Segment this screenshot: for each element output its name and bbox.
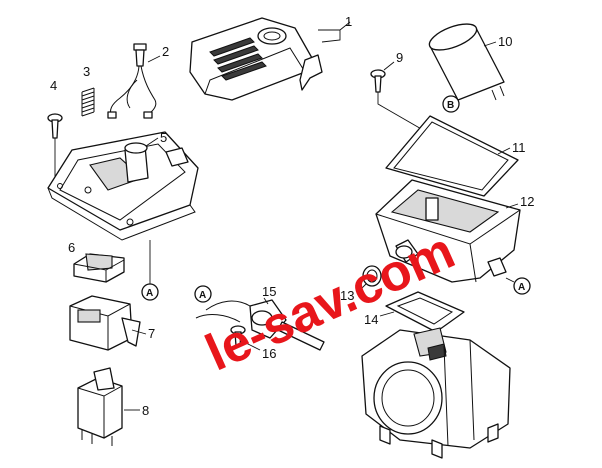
leader-7 [131, 329, 147, 335]
leader-5 [145, 137, 159, 147]
part-5-control-box [47, 131, 199, 241]
label-9: 9 [396, 50, 403, 65]
label-1: 1 [345, 14, 352, 29]
label-8: 8 [142, 403, 149, 418]
part-6-module [73, 253, 125, 283]
label-13: 13 [340, 288, 354, 303]
part-12-housing [375, 179, 521, 283]
label-15: 15 [262, 284, 276, 299]
label-5: 5 [160, 130, 167, 145]
marker-a-left: A [141, 283, 159, 301]
leader-2 [147, 55, 161, 63]
svg-text:A: A [146, 288, 153, 299]
part-14-flat-gasket [385, 291, 465, 333]
svg-text:A: A [199, 290, 206, 301]
part-1-cover [189, 17, 323, 101]
part-11-gasket [385, 115, 519, 197]
leader-16 [243, 341, 261, 351]
svg-text:B: B [447, 100, 454, 111]
svg-text:A: A [518, 282, 525, 293]
part-3-spring [81, 87, 95, 117]
label-6: 6 [68, 240, 75, 255]
part-9-screw [370, 69, 431, 160]
part-10-capacitor [428, 23, 505, 101]
leader-14 [379, 311, 395, 317]
label-16: 16 [262, 346, 276, 361]
marker-a-right: A [513, 277, 531, 295]
label-3: 3 [83, 64, 90, 79]
marker-b: B [442, 95, 460, 113]
part-15-cable-grommet [195, 299, 325, 351]
label-2: 2 [162, 44, 169, 59]
label-10: 10 [498, 34, 512, 49]
part-7-cover-clip [69, 295, 141, 351]
leader-11 [497, 147, 511, 155]
marker-a-middle: A [194, 285, 212, 303]
part-16-screw [230, 325, 246, 347]
leader-13 [357, 283, 367, 293]
leader-9 [383, 61, 395, 71]
label-4: 4 [50, 78, 57, 93]
part-8-switch [77, 367, 123, 446]
label-11: 11 [512, 140, 526, 155]
leader-12 [505, 203, 519, 209]
pump-body [361, 327, 511, 459]
leader-15 [263, 297, 269, 305]
leader-10 [483, 41, 497, 47]
part-2-lamp-wires [107, 43, 157, 119]
label-12: 12 [520, 194, 534, 209]
leader-1 [318, 21, 351, 43]
label-14: 14 [364, 312, 378, 327]
part-13-o-ring [362, 265, 382, 287]
label-7: 7 [148, 326, 155, 341]
